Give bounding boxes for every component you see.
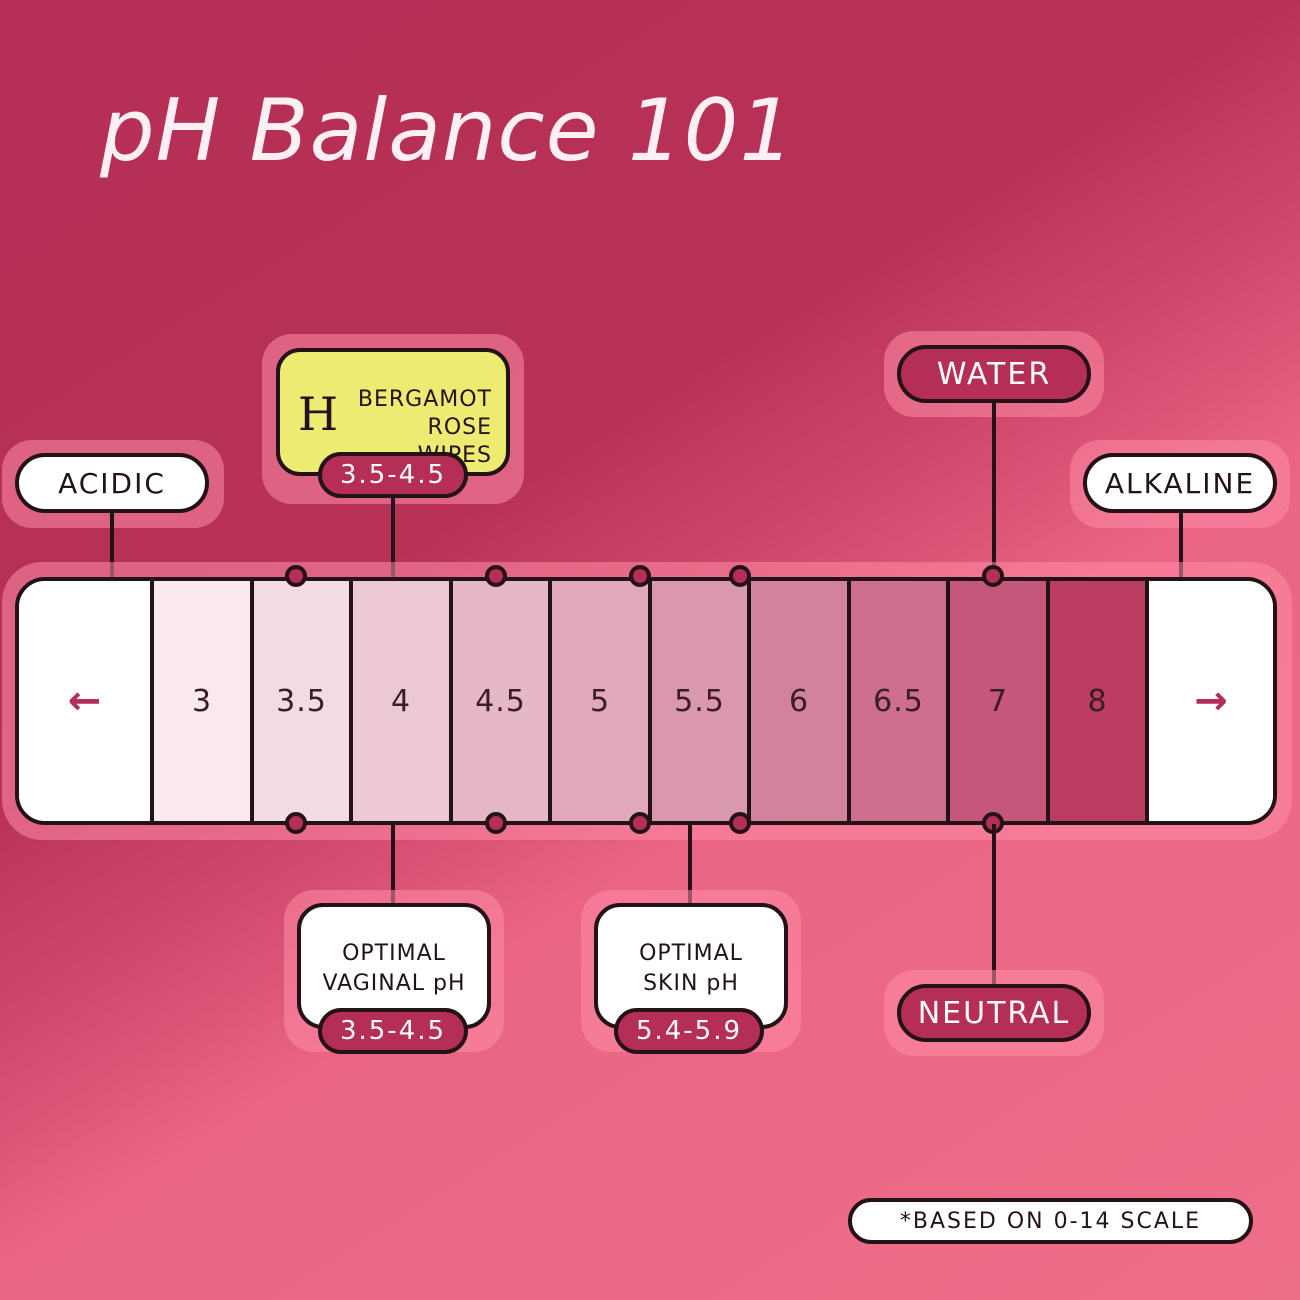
scale-cell: 5.5: [648, 581, 747, 821]
scale-cell: 7: [946, 581, 1046, 821]
arrow-right-icon: →: [1194, 678, 1228, 724]
scale-cell: 3: [150, 581, 250, 821]
scale-label: 5: [589, 683, 611, 719]
product-card: H BERGAMOT ROSE WIPES: [276, 348, 510, 476]
brand-logo-icon: H: [298, 387, 339, 441]
marker-dot: [729, 812, 751, 834]
marker-dot: [285, 565, 307, 587]
marker-dot: [285, 812, 307, 834]
optimal-vaginal-line1: OPTIMAL: [342, 941, 446, 966]
optimal-vaginal-box: OPTIMAL VAGINAL pH: [297, 903, 491, 1029]
optimal-skin-line2: SKIN pH: [643, 971, 739, 996]
scale-right-end: →: [1145, 581, 1273, 821]
acidic-label: ACIDIC: [15, 453, 209, 513]
product-range-badge: 3.5-4.5: [318, 452, 468, 498]
scale-label: 7: [987, 683, 1009, 719]
neutral-label: NEUTRAL: [897, 984, 1091, 1042]
scale-cell: 4.5: [449, 581, 548, 821]
skin-range-badge: 5.4-5.9: [614, 1008, 764, 1054]
marker-dot: [982, 565, 1004, 587]
arrow-left-icon: ←: [67, 678, 102, 724]
scale-label: 5.5: [674, 683, 725, 719]
page-title: pH Balance 101: [100, 81, 796, 181]
skin-connector: [688, 824, 692, 906]
optimal-vaginal-line2: VAGINAL pH: [322, 971, 466, 996]
vaginal-connector: [391, 824, 395, 906]
scale-cell: 3.5: [250, 581, 349, 821]
marker-dot: [485, 812, 507, 834]
scale-label: 6: [788, 683, 810, 719]
marker-dot: [629, 565, 651, 587]
scale-label: 6.5: [873, 683, 924, 719]
scale-cell: 4: [349, 581, 449, 821]
scale-cell: 6.5: [847, 581, 946, 821]
scale-cell: 5: [548, 581, 648, 821]
ph-scale: ← 3 3.5 4 4.5 5 5.5 6 6.5 7 8 →: [15, 577, 1277, 825]
marker-dot: [629, 812, 651, 834]
scale-label: 4.5: [475, 683, 526, 719]
neutral-connector: [992, 824, 996, 986]
product-connector: [391, 496, 395, 578]
product-name-line1: BERGAMOT: [357, 387, 492, 412]
vaginal-range-badge: 3.5-4.5: [318, 1008, 468, 1054]
alkaline-label: ALKALINE: [1083, 453, 1277, 513]
scale-cell: 8: [1046, 581, 1145, 821]
acidic-connector: [110, 512, 114, 578]
marker-dot: [485, 565, 507, 587]
scale-label: 3.5: [276, 683, 327, 719]
scale-label: 8: [1087, 683, 1108, 719]
scale-label: 3: [191, 683, 213, 719]
scale-footnote: *BASED ON 0-14 SCALE: [848, 1198, 1253, 1244]
alkaline-connector: [1179, 512, 1183, 578]
optimal-skin-line1: OPTIMAL: [639, 941, 743, 966]
scale-cell: 6: [747, 581, 847, 821]
water-connector: [992, 402, 996, 578]
marker-dot: [729, 565, 751, 587]
scale-label: 4: [390, 683, 412, 719]
scale-left-end: ←: [19, 581, 150, 821]
water-label: WATER: [897, 345, 1091, 403]
